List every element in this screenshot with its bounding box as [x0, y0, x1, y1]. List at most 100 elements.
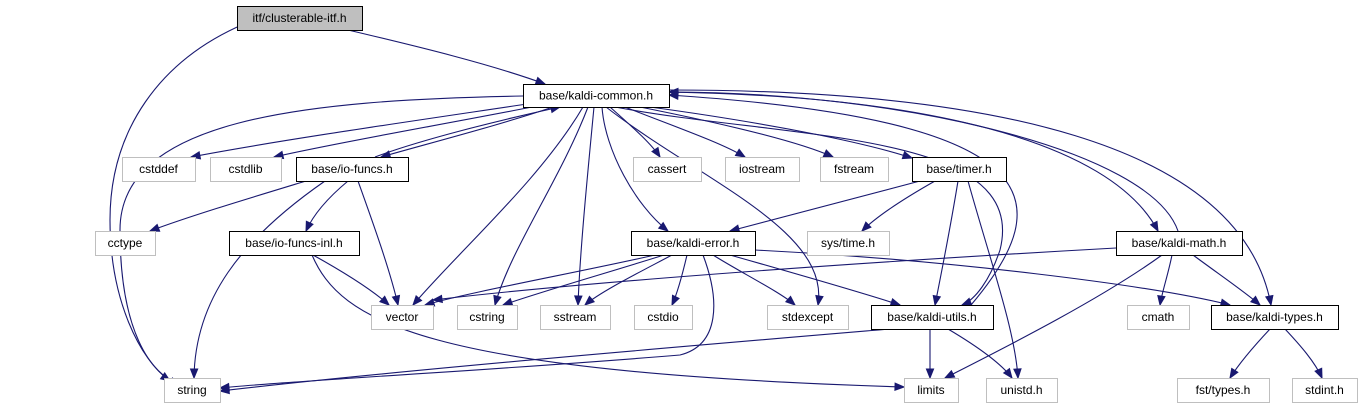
edge-timer-to-unistd: [967, 180, 1022, 380]
arrowhead-icon: [501, 297, 514, 306]
arrowhead-icon: [861, 221, 872, 232]
arrowhead-icon: [925, 368, 935, 380]
node-stdexcept: stdexcept: [767, 305, 849, 330]
arrowhead-icon: [889, 297, 902, 307]
edge-common-to-fstream: [639, 106, 835, 158]
edge-utils-to-unistd: [947, 328, 1013, 380]
node-label: stdexcept: [782, 310, 834, 324]
arrowhead-icon: [1157, 294, 1166, 307]
arrowhead-icon: [1314, 367, 1323, 380]
node-cstring: cstring: [457, 305, 518, 330]
edge-common-to-error: [601, 106, 670, 232]
node-label: fst/types.h: [1196, 383, 1251, 397]
node-box: [1127, 305, 1190, 330]
arrowhead-icon: [218, 385, 230, 395]
edge-common-to-iostream: [624, 106, 747, 158]
node-box: [986, 378, 1058, 403]
edge-math-to-types: [1192, 254, 1262, 306]
edge-types-to-stdint: [1284, 328, 1323, 380]
arrowhead-icon: [1264, 294, 1274, 307]
edge-types-to-fsttypes: [1229, 328, 1271, 380]
node-cctype: cctype: [95, 231, 156, 256]
arrowhead-icon: [657, 221, 670, 232]
node-cassert: cassert: [633, 157, 702, 182]
node-box: [633, 157, 702, 182]
node-label: base/kaldi-error.h: [647, 236, 740, 250]
node-iofuncs[interactable]: base/io-funcs.h: [296, 157, 409, 182]
edge-common-to-vector: [412, 106, 584, 307]
node-box: [631, 231, 756, 256]
arrowhead-icon: [431, 294, 443, 304]
edge-iofuncsinl-to-limits: [311, 254, 906, 392]
node-box: [371, 305, 434, 330]
node-error[interactable]: base/kaldi-error.h: [631, 231, 756, 256]
edge-error-to-vector: [423, 254, 656, 307]
edge-utils-to-limits: [925, 329, 935, 380]
arrowhead-icon: [1249, 295, 1262, 306]
arrowhead-icon: [379, 295, 391, 306]
node-box: [210, 157, 282, 182]
node-fsttypes: fst/types.h: [1177, 378, 1270, 403]
node-common[interactable]: base/kaldi-common.h: [523, 84, 670, 108]
arrowhead-icon: [1229, 367, 1239, 380]
arrowhead-icon: [412, 294, 423, 307]
node-box: [122, 157, 196, 182]
node-box: [164, 378, 221, 403]
node-box: [912, 157, 1007, 182]
node-limits: limits: [904, 378, 959, 403]
node-label: cstdio: [647, 310, 679, 324]
node-types[interactable]: base/kaldi-types.h: [1211, 305, 1339, 330]
node-box: [523, 84, 670, 108]
edge-timer-to-utils: [932, 180, 959, 307]
node-math[interactable]: base/kaldi-math.h: [1116, 231, 1243, 256]
node-label: cassert: [648, 162, 687, 176]
edge-math-to-limits: [943, 254, 1163, 379]
arrowhead-icon: [784, 295, 797, 306]
node-cmath: cmath: [1127, 305, 1190, 330]
edge-common-to-stdexcept: [605, 106, 824, 307]
node-label: fstream: [834, 162, 874, 176]
node-box: [767, 305, 849, 330]
node-box: [1116, 231, 1243, 256]
arrowhead-icon: [583, 295, 596, 306]
node-label: base/kaldi-math.h: [1132, 236, 1227, 250]
node-box: [820, 157, 889, 182]
arrowhead-icon: [391, 294, 401, 307]
node-label: vector: [386, 310, 419, 324]
node-label: base/io-funcs.h: [311, 162, 392, 176]
node-timer[interactable]: base/timer.h: [912, 157, 1007, 182]
node-itf[interactable]: itf/clusterable-itf.h: [237, 6, 363, 31]
node-stdint: stdint.h: [1292, 378, 1358, 403]
node-utils[interactable]: base/kaldi-utils.h: [871, 305, 994, 330]
node-box: [1177, 378, 1270, 403]
node-box: [457, 305, 518, 330]
node-box: [540, 305, 611, 330]
arrowhead-icon: [148, 223, 161, 232]
node-box: [229, 231, 360, 256]
edge-error-to-utils: [729, 254, 902, 307]
arrowhead-icon: [815, 294, 824, 307]
node-iofuncsinl[interactable]: base/io-funcs-inl.h: [229, 231, 360, 256]
nodes-layer: itf/clusterable-itf.h base/kaldi-common.h…: [95, 6, 1358, 403]
node-label: sstream: [554, 310, 597, 324]
node-label: sys/time.h: [821, 236, 875, 250]
edge-iofuncs-to-string: [189, 180, 326, 380]
arrowhead-icon: [943, 369, 956, 379]
arrowhead-icon: [1149, 220, 1159, 233]
node-vector: vector: [371, 305, 434, 330]
edge-common-to-types: [668, 89, 1274, 307]
arrowhead-icon: [901, 150, 914, 160]
edge-error-to-sstream: [583, 254, 673, 306]
edge-iofuncs-to-cctype: [148, 180, 307, 232]
node-label: string: [177, 383, 206, 397]
arrowhead-icon: [671, 294, 680, 307]
edge-math-to-common: [667, 87, 1179, 232]
arrowhead-icon: [189, 368, 199, 380]
edge-math-to-vector: [431, 247, 1117, 304]
edge-itf-to-string: [109, 23, 245, 382]
arrowhead-icon: [305, 220, 314, 233]
node-label: base/kaldi-utils.h: [887, 310, 976, 324]
node-box: [1211, 305, 1339, 330]
edge-math-to-cmath: [1157, 254, 1173, 307]
node-label: cctype: [108, 236, 143, 250]
